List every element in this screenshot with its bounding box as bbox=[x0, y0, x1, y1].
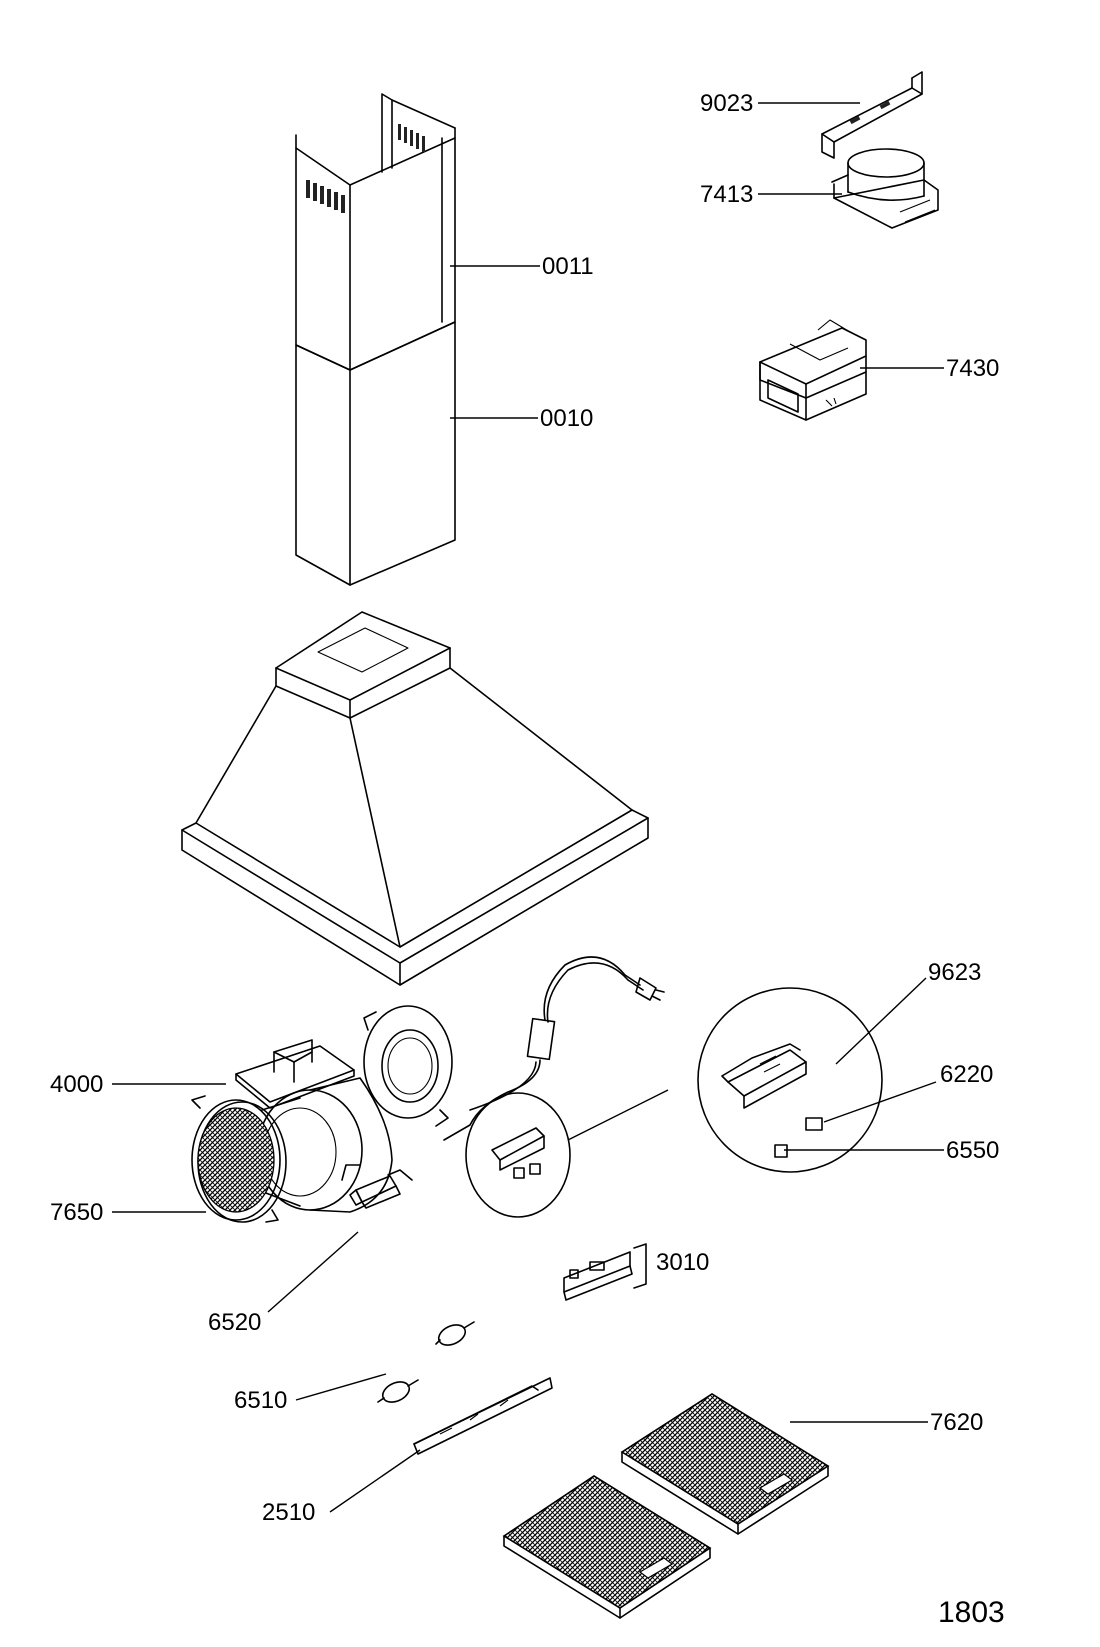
callout-7430: 7430 bbox=[946, 355, 999, 382]
leader-lines bbox=[112, 102, 944, 1513]
callout-7413: 7413 bbox=[700, 181, 753, 208]
hood-canopy bbox=[181, 611, 649, 986]
chimney-vent-slots-right bbox=[398, 124, 425, 152]
control-detail-circle-small bbox=[465, 1092, 571, 1218]
grease-filter-front bbox=[502, 1475, 712, 1619]
callout-7620: 7620 bbox=[930, 1409, 983, 1436]
callout-9023: 9023 bbox=[700, 90, 753, 117]
page-number: 1803 bbox=[938, 1596, 1005, 1629]
power-cord bbox=[443, 956, 665, 1141]
chimney-upper-cover bbox=[295, 93, 456, 371]
callout-2510: 2510 bbox=[262, 1499, 315, 1526]
callout-6550: 6550 bbox=[946, 1137, 999, 1164]
lamp-bulb-lower bbox=[377, 1379, 419, 1403]
motor-capacitor bbox=[341, 1164, 413, 1209]
callout-6510: 6510 bbox=[234, 1387, 287, 1414]
lamp-cover-glass bbox=[413, 1377, 553, 1455]
callout-6520: 6520 bbox=[208, 1309, 261, 1336]
duct-adapter bbox=[831, 148, 939, 229]
wall-bracket bbox=[821, 71, 923, 159]
control-detail-circle-large bbox=[567, 987, 883, 1173]
chimney-vent-slots-left bbox=[306, 180, 345, 213]
fan-front-grille bbox=[191, 1095, 287, 1223]
callout-7650: 7650 bbox=[50, 1199, 103, 1226]
motor-housing bbox=[235, 1039, 393, 1213]
grease-filter-rear bbox=[620, 1393, 830, 1535]
callout-0011: 0011 bbox=[542, 253, 594, 280]
callout-9623: 9623 bbox=[928, 959, 981, 986]
fan-cover-ring bbox=[363, 1005, 453, 1127]
chimney-lower-cover bbox=[295, 321, 456, 586]
callout-0010: 0010 bbox=[540, 405, 593, 432]
control-panel bbox=[563, 1243, 647, 1301]
callout-4000: 4000 bbox=[50, 1071, 103, 1098]
callout-3010: 3010 bbox=[656, 1249, 709, 1276]
callout-6220: 6220 bbox=[940, 1061, 993, 1088]
damper-connector bbox=[759, 319, 867, 421]
lamp-bulb-upper bbox=[435, 1321, 475, 1346]
